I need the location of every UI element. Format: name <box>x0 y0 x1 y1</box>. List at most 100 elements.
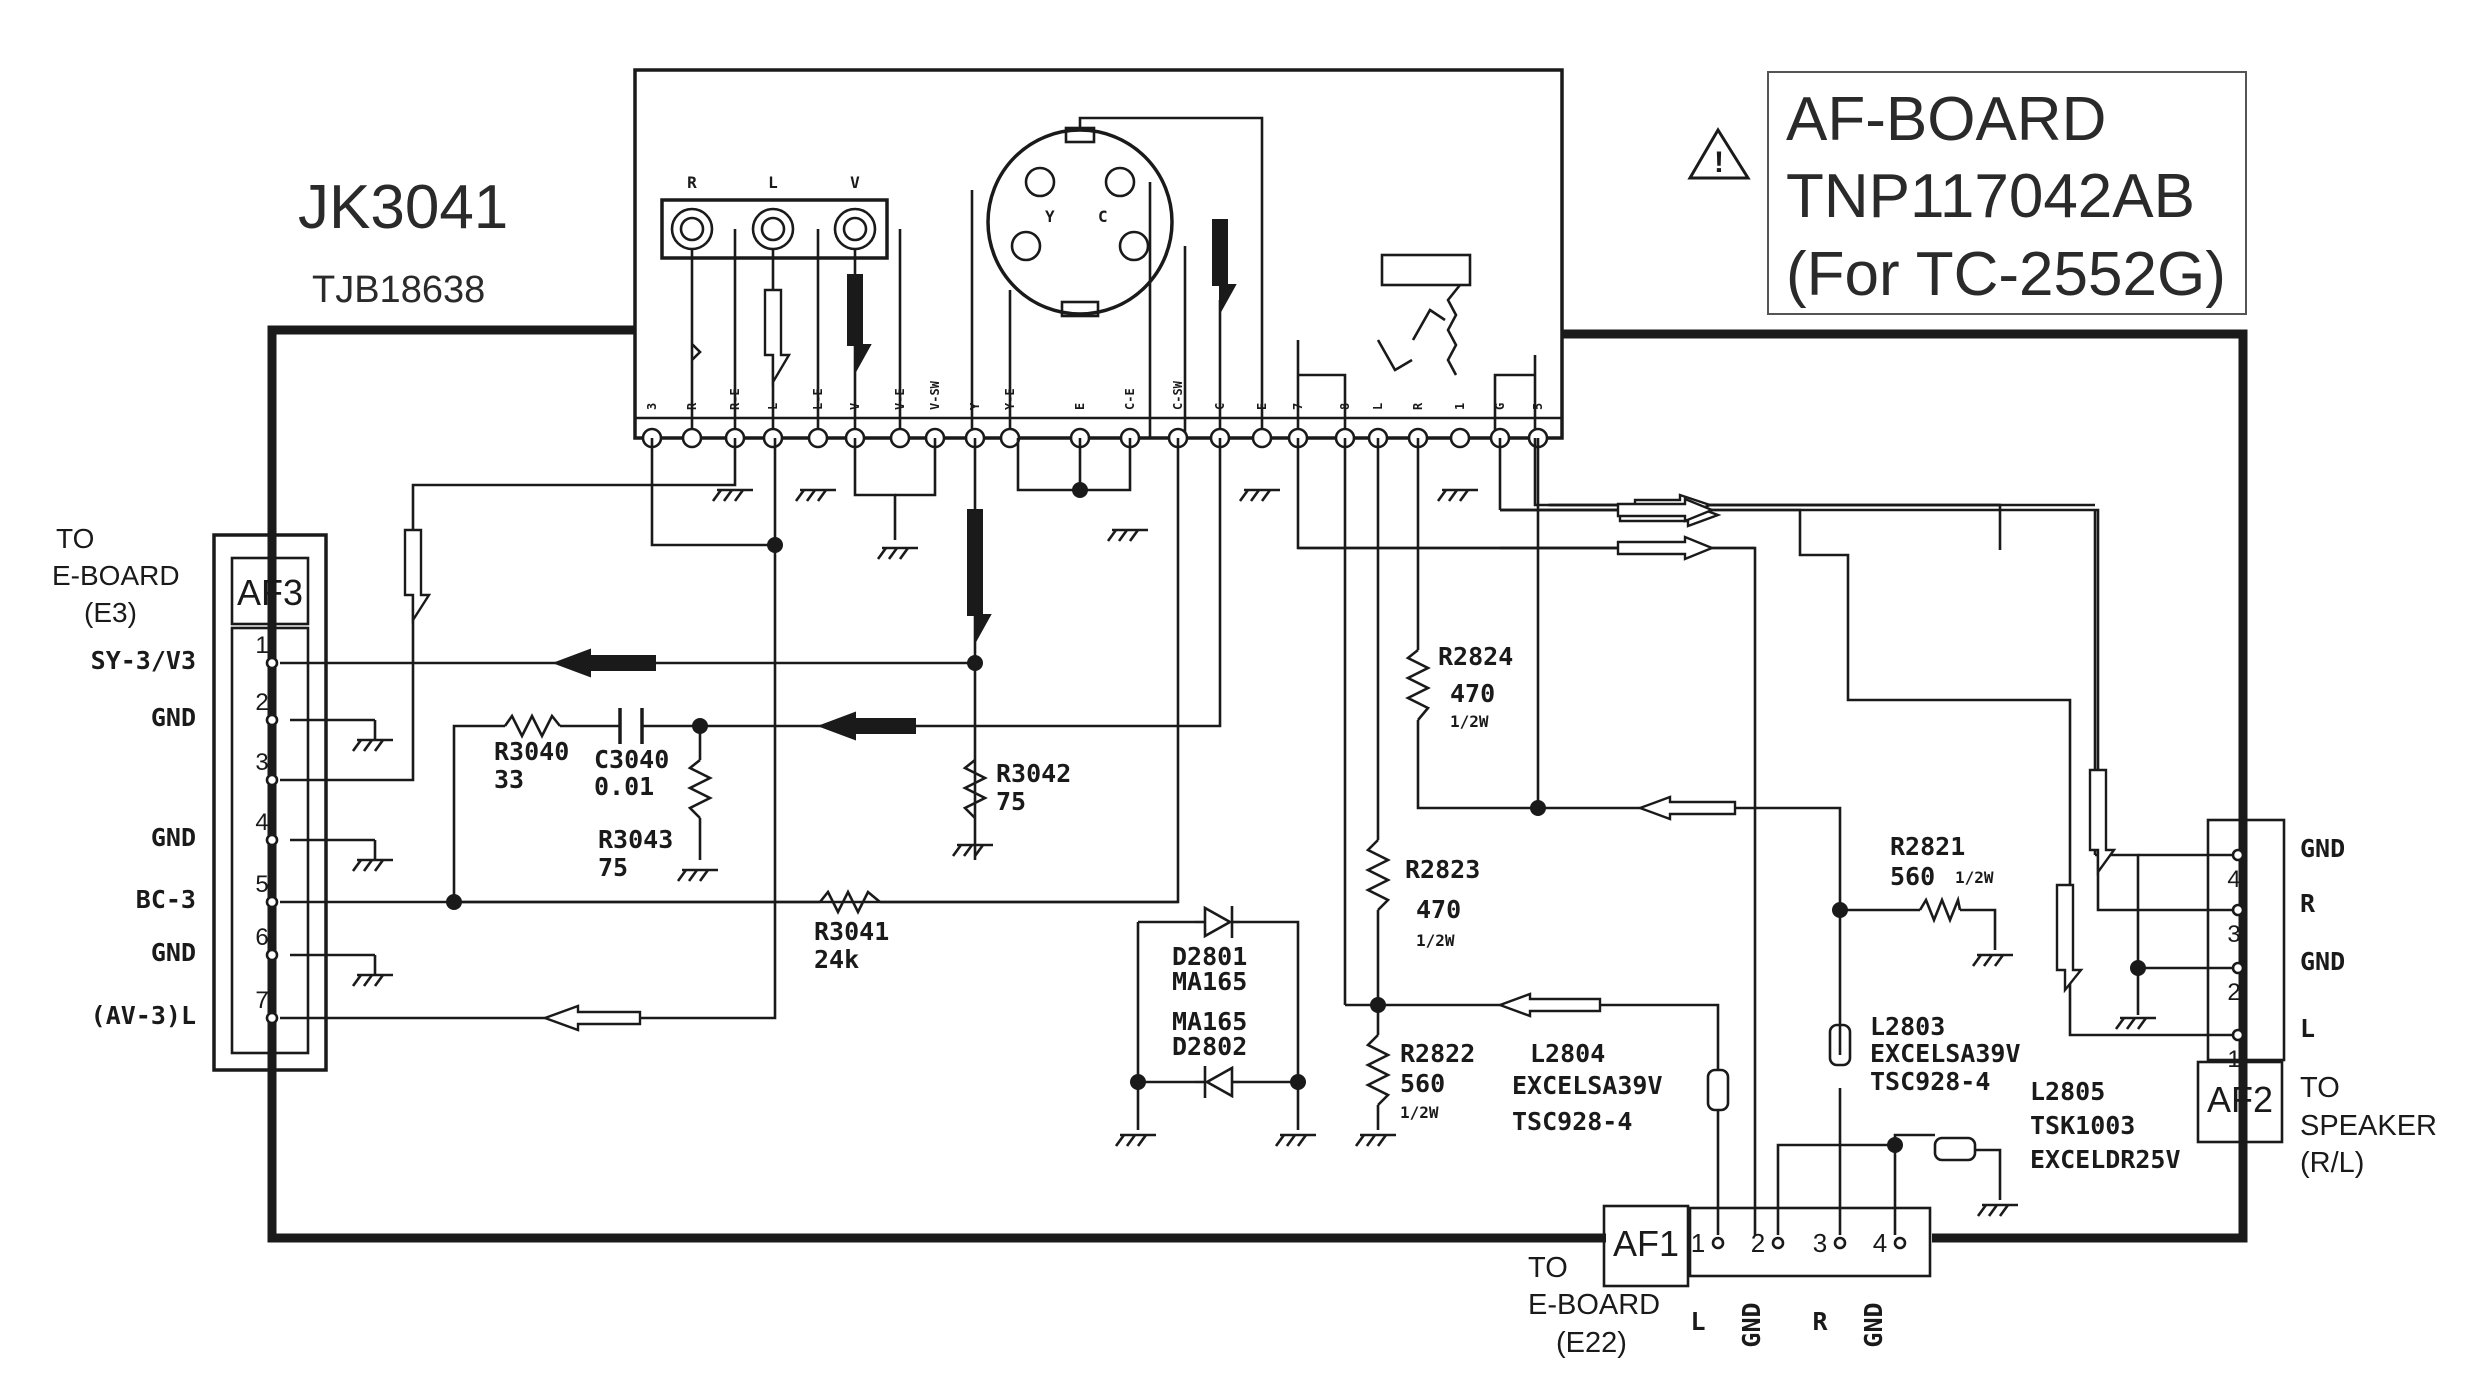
ground-icon <box>794 488 836 502</box>
board-outline <box>267 325 2248 1243</box>
board-model: (For TC-2552G) <box>1786 240 2226 309</box>
jack-pin-label: V-SW <box>928 380 942 410</box>
af3-pin-label: SY-3/V3 <box>91 646 196 675</box>
c3040-ref: C3040 <box>594 745 669 774</box>
ground-icon <box>1436 488 1478 502</box>
r2824-val: 470 <box>1450 679 1495 708</box>
ground-symbols <box>290 488 2156 1217</box>
jack-pin <box>1449 427 1471 449</box>
af3-pin-number: 4 <box>255 809 268 836</box>
r2822-ref: R2822 <box>1400 1039 1475 1068</box>
board-title: AF-BOARD <box>1786 85 2106 154</box>
r2823-val: 470 <box>1416 895 1461 924</box>
r2822-pw: 1/2W <box>1400 1103 1439 1122</box>
jack-pin-label: R-E <box>728 388 742 410</box>
ground-icon <box>1976 1203 2018 1217</box>
r2822-val: 560 <box>1400 1069 1445 1098</box>
jack-pin-label: V <box>848 403 862 410</box>
resistor-r3041 <box>818 889 881 915</box>
svg-text:R: R <box>687 173 697 192</box>
connector-af1: AF1 TO E-BOARD (E22) <box>1528 1204 1932 1359</box>
r2821-ref: R2821 <box>1890 832 1965 861</box>
ground-icon <box>1106 528 1148 542</box>
jack-part: TJB18638 <box>312 269 485 311</box>
ground-icon <box>2114 1016 2156 1030</box>
title-frame <box>1767 71 2247 315</box>
af2-name: AF2 <box>2207 1079 2273 1120</box>
jack-pin-label: V-E <box>893 388 907 410</box>
r3040-ref: R3040 <box>494 737 569 766</box>
af2-pin-number: 1 <box>2227 1046 2240 1073</box>
rca-jack-v: V <box>833 173 877 251</box>
connector-af3: AF3 TO E-BOARD (E3) <box>52 523 328 1072</box>
r3041-ref: R3041 <box>814 917 889 946</box>
af3-pin-number: 6 <box>255 924 268 951</box>
ground-icon <box>1971 953 2013 967</box>
af3-pin-label: (AV-3)L <box>91 1001 196 1030</box>
af3-pin-number: 5 <box>255 871 268 898</box>
jack-pin-label: E <box>1073 403 1087 410</box>
title-block: ! AF-BOARD TNP117042AB (For TC-2552G) <box>1687 71 2247 315</box>
af1-pin-number: 1 <box>1691 1228 1705 1258</box>
af3-pin-number: 7 <box>255 987 268 1014</box>
ground-icon <box>876 546 918 560</box>
jack-pin <box>999 427 1021 449</box>
resistor-r3042 <box>962 758 988 819</box>
d2801-val: MA165 <box>1172 967 1247 996</box>
ground-icon <box>1354 1133 1396 1147</box>
d2801-ref: D2801 <box>1172 942 1247 971</box>
af1-pin <box>1833 1236 1847 1250</box>
component-labels: R3040 33 C3040 0.01 R3043 75 R3042 75 R3… <box>494 642 2181 1174</box>
svg-text:Y: Y <box>1045 207 1055 226</box>
jack-pin-label: G <box>1493 403 1507 410</box>
inductor-l2803 <box>1828 1023 1852 1067</box>
af3-to: TO <box>56 523 94 554</box>
resistor-r3043 <box>687 758 713 819</box>
rca-jack-l: L <box>751 173 795 251</box>
jack-pin-label: 7 <box>1291 403 1305 410</box>
r3041-val: 24k <box>814 945 859 974</box>
jack-pin-label: Y-E <box>1003 388 1017 410</box>
jack-pin-label: C-E <box>1123 388 1137 410</box>
resistor-r3040 <box>503 713 562 739</box>
ground-icon <box>1274 1133 1316 1147</box>
r2821-val: 560 <box>1890 862 1935 891</box>
l2805-l1: TSK1003 <box>2030 1111 2135 1140</box>
c3040-val: 0.01 <box>594 772 654 801</box>
d2802-ref: D2802 <box>1172 1032 1247 1061</box>
af2-pin <box>2231 1028 2245 1042</box>
ground-icon <box>951 843 993 857</box>
af2-pin-label: GND <box>2300 947 2345 976</box>
af2-pin-label: R <box>2300 889 2316 918</box>
af1-sub: (E22) <box>1556 1327 1627 1359</box>
r2823-ref: R2823 <box>1405 855 1480 884</box>
af1-pin <box>1893 1236 1907 1250</box>
af3-pin-number: 2 <box>255 689 268 716</box>
connector-af2: AF2 TO SPEAKER (R/L) <box>2196 818 2437 1179</box>
resistor-r2821 <box>1918 895 1962 924</box>
af1-name: AF1 <box>1613 1223 1679 1264</box>
af2-pin-label: GND <box>2300 834 2345 863</box>
jack-pin <box>889 427 911 449</box>
af3-pin <box>265 895 279 909</box>
af2-pin-number: 4 <box>2227 866 2240 893</box>
resistor-r2822 <box>1365 1005 1391 1130</box>
af1-pin <box>1771 1236 1785 1250</box>
l2805-l2: EXCELDR25V <box>2030 1145 2181 1174</box>
resistor-r2823 <box>1365 839 1391 911</box>
af2-board: SPEAKER <box>2300 1110 2437 1142</box>
jack-pin <box>681 427 703 449</box>
af1-pin-number: 4 <box>1873 1228 1887 1258</box>
af3-pin-label: GND <box>151 823 196 852</box>
jack-pin-label: 8 <box>1338 403 1352 410</box>
af3-pin-label: BC-3 <box>136 885 196 914</box>
inductor-l2805 <box>1933 1136 1977 1162</box>
diode-d2801 <box>1195 905 1240 939</box>
r2821-pw: 1/2W <box>1955 868 1994 887</box>
r3040-val: 33 <box>494 765 524 794</box>
